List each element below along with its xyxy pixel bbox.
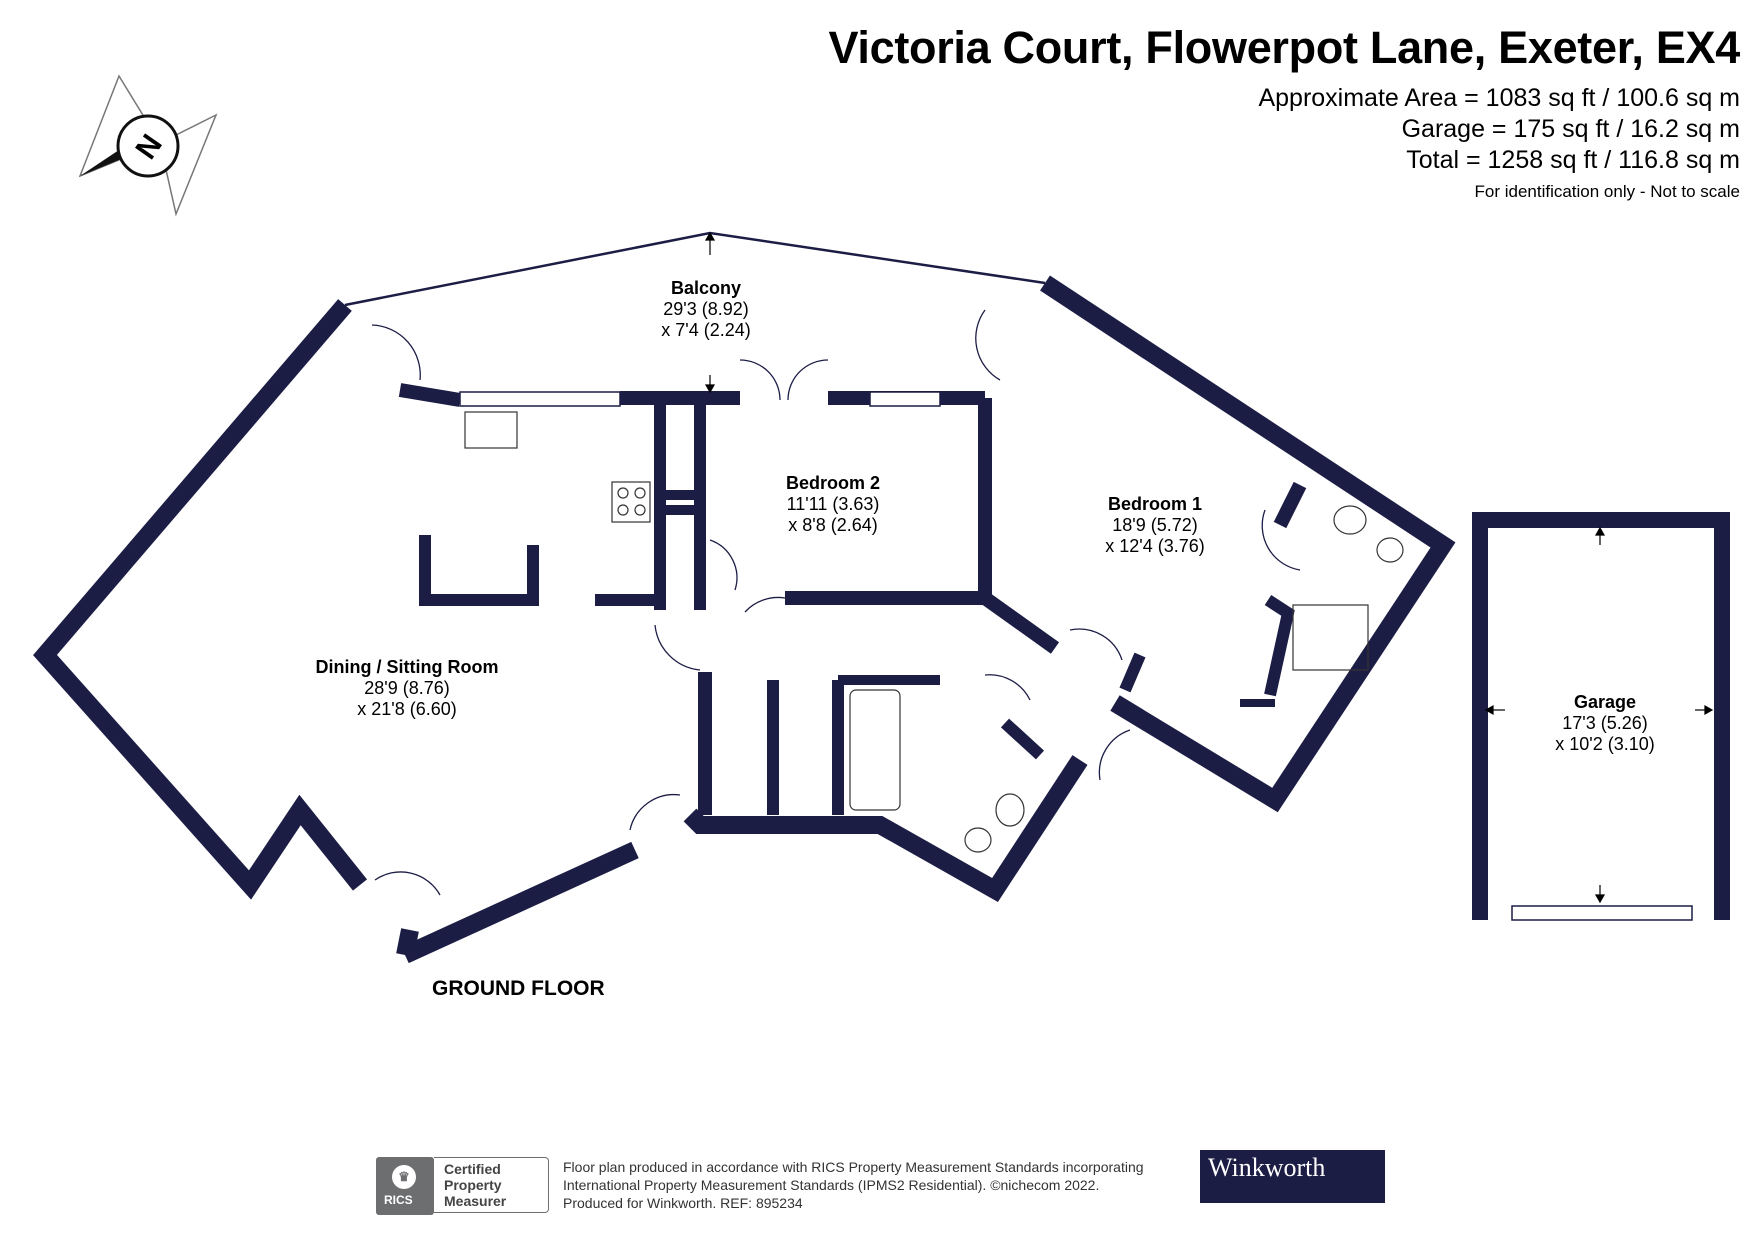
rics-certified-logo: ♛ RICS Certified Property Measurer — [376, 1157, 551, 1215]
room-bedroom-1: Bedroom 1 18'9 (5.72) x 12'4 (3.76) — [1105, 494, 1205, 557]
garage-area: Garage = 175 sq ft / 16.2 sq m — [1401, 115, 1740, 143]
room-bedroom-2: Bedroom 2 11'11 (3.63) x 8'8 (2.64) — [786, 473, 880, 536]
rics-cert-line3: Measurer — [444, 1193, 507, 1209]
room-garage-name: Garage — [1573, 692, 1637, 712]
room-bedroom-1-dim1: 18'9 (5.72) — [1112, 515, 1198, 535]
room-balcony-dim1: 29'3 (8.92) — [663, 299, 749, 319]
rics-cert-line1: Certified — [444, 1161, 501, 1177]
room-bedroom-2-name: Bedroom 2 — [785, 473, 881, 493]
footer-statement: Floor plan produced in accordance with R… — [563, 1158, 1144, 1212]
room-dining-sitting-dim2: x 21'8 (6.60) — [357, 699, 457, 719]
room-dining-sitting-dim1: 28'9 (8.76) — [364, 678, 450, 698]
rics-cert-line2: Property — [444, 1177, 502, 1193]
north-compass-icon: N — [78, 74, 218, 217]
footer-line2: International Property Measurement Stand… — [563, 1177, 1100, 1193]
total-area: Total = 1258 sq ft / 116.8 sq m — [1406, 146, 1740, 174]
room-balcony-dim2: x 7'4 (2.24) — [661, 320, 751, 340]
rics-mark: RICS — [384, 1193, 413, 1207]
room-garage: Garage 17'3 (5.26) x 10'2 (3.10) — [1555, 692, 1655, 755]
room-garage-dim2: x 10'2 (3.10) — [1555, 734, 1655, 754]
room-dining-sitting: Dining / Sitting Room 28'9 (8.76) x 21'8… — [316, 657, 499, 720]
rics-certification-text: Certified Property Measurer — [434, 1157, 549, 1213]
room-bedroom-1-dim2: x 12'4 (3.76) — [1105, 536, 1205, 556]
approximate-area: Approximate Area = 1083 sq ft / 100.6 sq… — [1258, 84, 1740, 112]
disclaimer-note: For identification only - Not to scale — [1474, 182, 1740, 201]
rics-lion-icon: ♛ — [392, 1165, 416, 1189]
room-bedroom-1-name: Bedroom 1 — [1107, 494, 1203, 514]
room-dining-sitting-name: Dining / Sitting Room — [315, 657, 499, 677]
floor-label: GROUND FLOOR — [432, 977, 605, 1000]
property-title: Victoria Court, Flowerpot Lane, Exeter, … — [828, 22, 1740, 73]
footer-line1: Floor plan produced in accordance with R… — [563, 1159, 1144, 1175]
footer-line3: Produced for Winkworth. REF: 895234 — [563, 1195, 803, 1211]
room-garage-dim1: 17'3 (5.26) — [1562, 713, 1648, 733]
room-balcony: Balcony 29'3 (8.92) x 7'4 (2.24) — [661, 278, 750, 341]
room-balcony-name: Balcony — [670, 278, 742, 298]
winkworth-logo: Winkworth — [1200, 1150, 1385, 1203]
room-bedroom-2-dim1: 11'11 (3.63) — [786, 494, 880, 514]
room-bedroom-2-dim2: x 8'8 (2.64) — [788, 515, 878, 535]
rics-badge: ♛ RICS — [376, 1157, 434, 1215]
